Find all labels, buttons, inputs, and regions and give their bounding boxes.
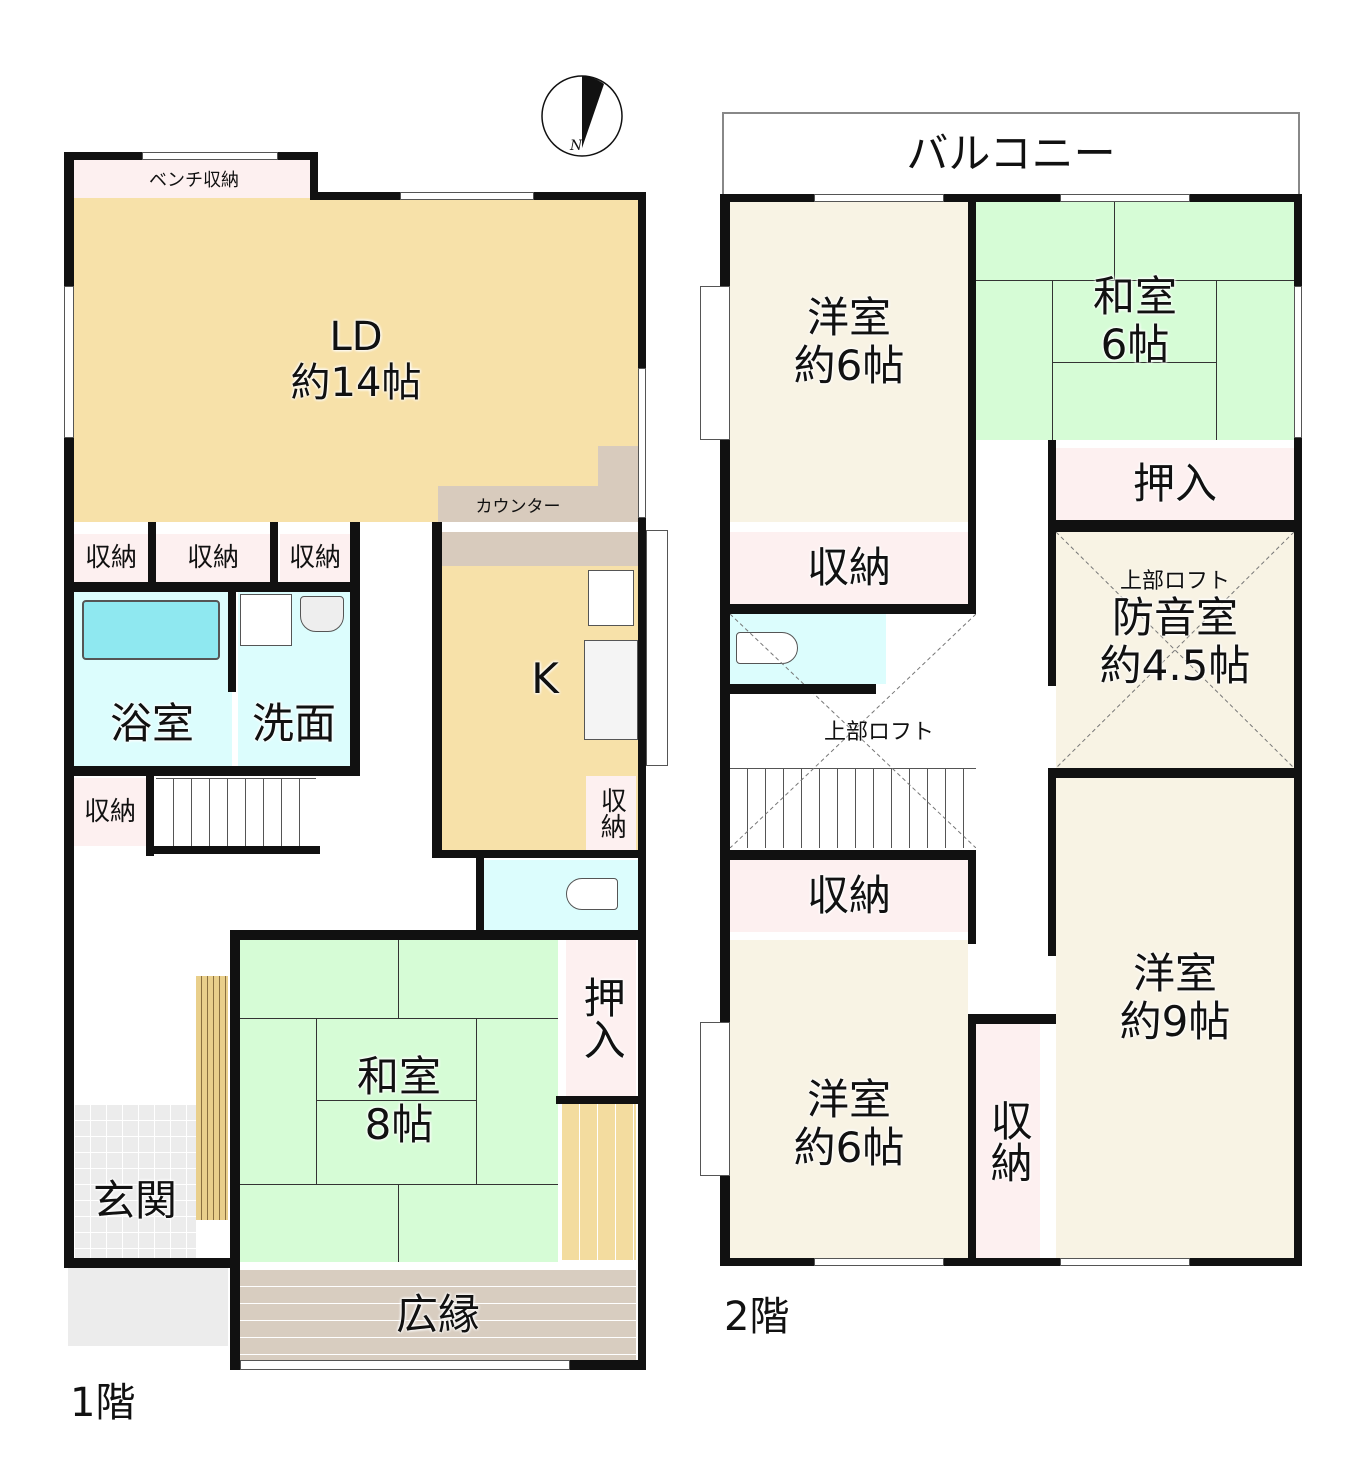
stairs xyxy=(156,778,316,846)
loft-outline xyxy=(730,614,976,848)
room-storage-nw: 収納 xyxy=(730,532,968,604)
bathtub-icon xyxy=(82,600,220,660)
window xyxy=(64,286,74,438)
window xyxy=(1294,286,1302,438)
room-storage-kitchen: 収納 xyxy=(586,776,636,850)
floor-1-label: 1階 xyxy=(70,1380,136,1426)
north-arrow-icon xyxy=(541,75,623,157)
room-storage-a: 収納 xyxy=(74,534,148,582)
window xyxy=(400,192,534,200)
room-youshitsu-nw: 洋室 約6帖 xyxy=(730,202,968,522)
room-youshitsu-sw: 洋室 約6帖 xyxy=(730,940,968,1258)
room-storage-b: 収納 xyxy=(156,534,270,582)
counter: カウンター xyxy=(438,486,598,522)
window xyxy=(814,1258,944,1266)
floor-2-plan: バルコニー 洋室 約6帖 和室 6帖 押入 収納 上部ロフト 防音室 約4.5帖… xyxy=(680,0,1368,1477)
window xyxy=(700,286,730,440)
step-board xyxy=(196,976,228,1220)
toilet-icon xyxy=(736,632,798,664)
room-balcony: バルコニー xyxy=(722,112,1300,194)
floor-2-label: 2階 xyxy=(724,1294,790,1340)
kitchen-sink-icon xyxy=(584,640,638,740)
stove-icon xyxy=(588,570,634,626)
window xyxy=(142,152,278,160)
room-storage-c: 収納 xyxy=(280,534,350,582)
loft-note-stairs: 上部ロフト xyxy=(824,720,935,745)
room-youshitsu-se: 洋室 約9帖 xyxy=(1056,778,1294,1258)
room-engawa: 広縁 xyxy=(240,1270,636,1360)
window xyxy=(240,1360,570,1370)
room-washitsu-6: 和室 6帖 xyxy=(976,202,1294,440)
porch xyxy=(68,1266,228,1346)
room-oshiire-2f: 押入 xyxy=(1056,448,1294,520)
room-bench-storage: ベンチ収納 xyxy=(74,160,314,198)
room-washitsu-8: 和室 8帖 xyxy=(240,940,558,1262)
room-storage-mid: 収納 xyxy=(730,860,968,932)
window xyxy=(700,1022,730,1176)
room-storage-stairs: 収納 xyxy=(74,778,146,846)
window xyxy=(646,530,668,766)
room-ld: LD 約14帖 xyxy=(74,198,638,522)
toilet-icon xyxy=(566,878,618,910)
compass-label: N xyxy=(570,138,583,154)
stairs-2f xyxy=(730,768,976,848)
room-soundproof: 上部ロフト 防音室 約4.5帖 xyxy=(1056,532,1294,768)
room-oshiire-1f: 押入 xyxy=(566,940,636,1096)
floor-1-plan: ベンチ収納 LD 約14帖 カウンター 収納 収納 収納 浴室 洗面 K 収納 … xyxy=(0,0,680,1477)
compass: N xyxy=(540,74,624,158)
window xyxy=(1060,1258,1190,1266)
wood-floor xyxy=(562,1104,636,1260)
washer-icon xyxy=(240,594,292,646)
window xyxy=(638,368,646,518)
room-storage-vertical: 収納 xyxy=(976,1024,1040,1258)
sink-icon xyxy=(300,596,344,632)
window xyxy=(814,194,944,202)
window xyxy=(1060,194,1190,202)
room-genkan: 玄関 xyxy=(74,1104,196,1258)
